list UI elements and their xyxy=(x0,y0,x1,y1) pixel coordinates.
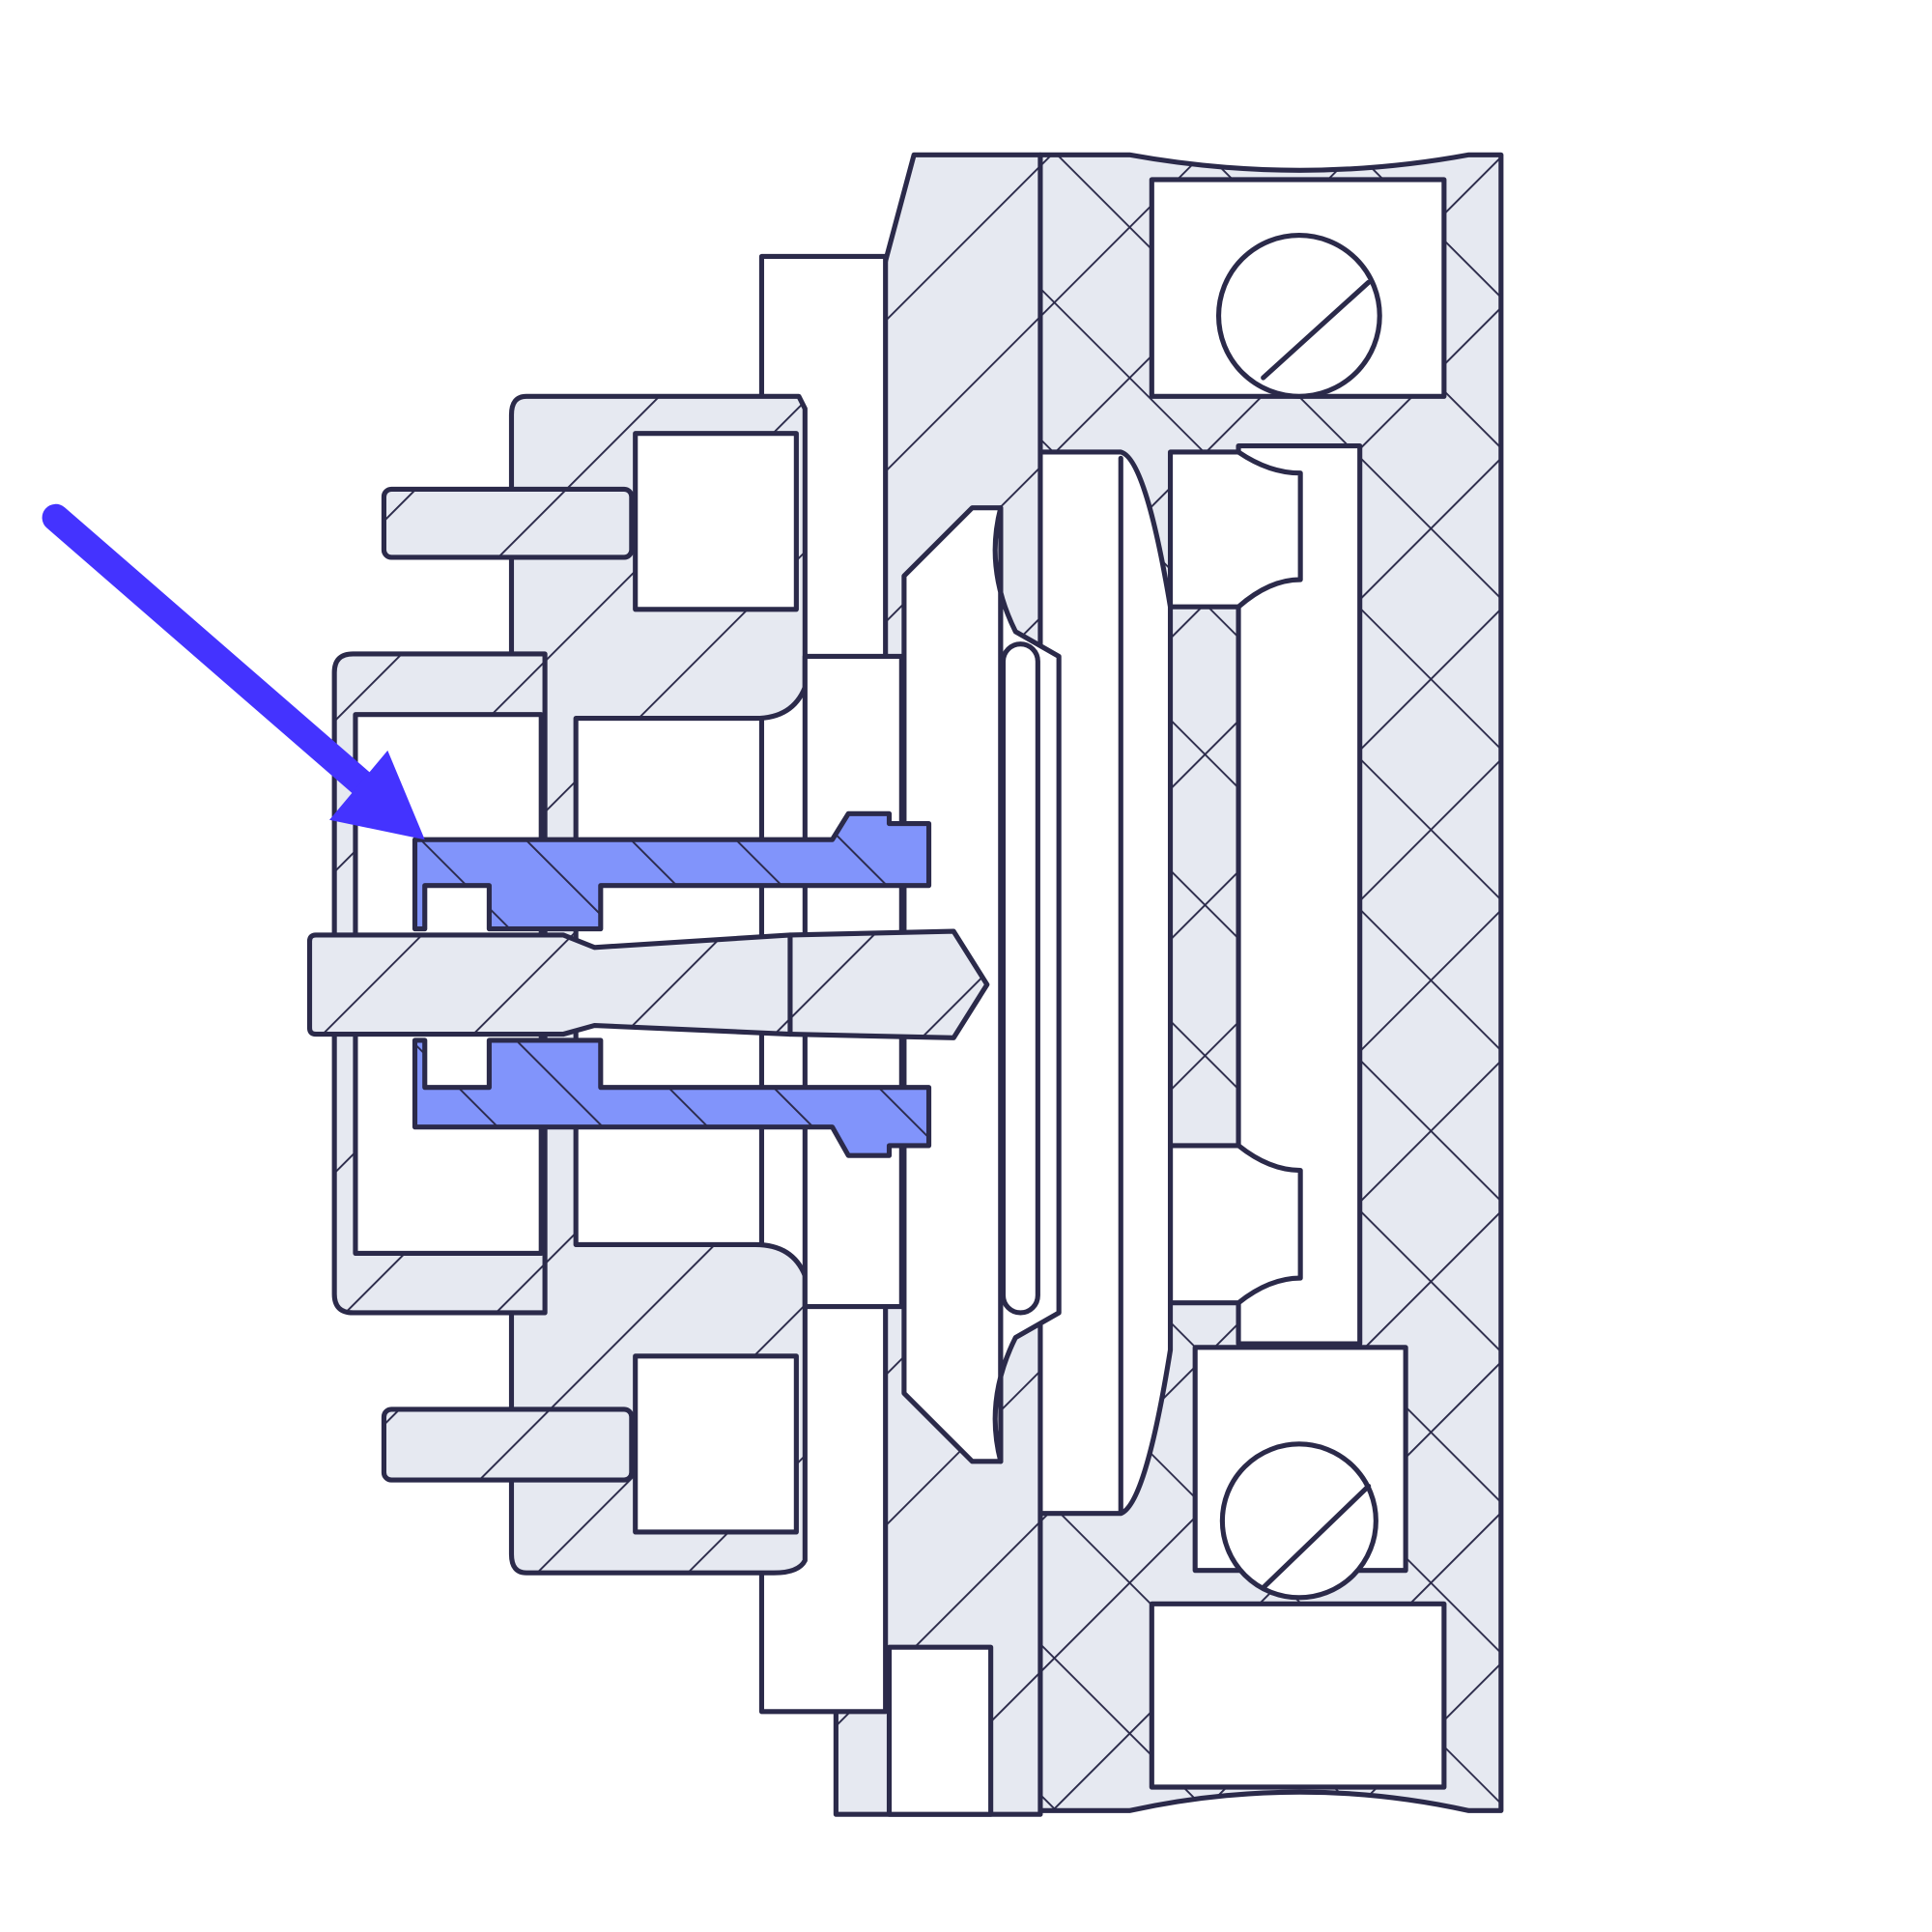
lower-bearing-ball xyxy=(1219,1441,1378,1601)
central-shaft xyxy=(306,928,990,1040)
lower-bearing-seat xyxy=(1149,1601,1447,1790)
lower-screw xyxy=(381,1406,635,1483)
pointer-arrow-icon xyxy=(42,503,425,840)
drain-channel xyxy=(886,1644,994,1817)
upper-screw-head xyxy=(633,431,799,612)
lower-screw-head xyxy=(633,1353,799,1535)
screws xyxy=(381,486,635,1483)
upper-screw xyxy=(381,486,635,560)
upper-bearing-ball xyxy=(1215,233,1382,399)
inner-disc xyxy=(1037,449,1174,1517)
highlighted-bushing xyxy=(412,810,932,1158)
